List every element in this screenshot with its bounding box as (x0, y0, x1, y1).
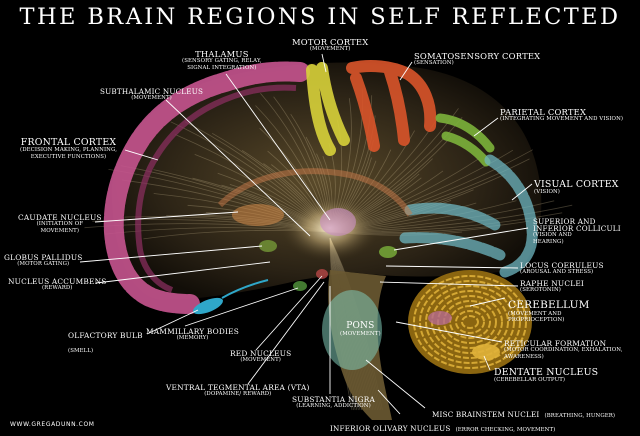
label-reticular-formation: RETICULAR FORMATION (MOTOR COORDINATION,… (504, 339, 623, 360)
label-pons: PONS (MOVEMENT) (340, 321, 381, 337)
visual-cortex-gyri (399, 154, 538, 278)
label-substantia-nigra: SUBSTANTIA NIGRA (LEARNING, ADDICTION) (292, 395, 376, 410)
motor-cortex-gyri (306, 62, 350, 156)
thalamus-shape (320, 208, 356, 236)
label-red-nucleus: RED NUCLEUS (MOVEMENT) (230, 349, 292, 364)
cerebellum-shape (408, 270, 532, 374)
label-vta: VENTRAL TEGMENTAL AREA (VTA) (DOPAMINE/ … (166, 383, 310, 398)
label-colliculi: SUPERIOR AND INFERIOR COLLICULI (VISION … (533, 217, 621, 245)
cerebellum-folia (461, 315, 479, 329)
label-dentate-nucleus: DENTATE NUCLEUS (CEREBELLAR OUTPUT) (494, 367, 599, 384)
label-locus-coeruleus: LOCUS COERULEUS (AROUSAL AND STRESS) (520, 261, 604, 276)
label-thalamus: THALAMUS (SENSORY GATING, RELAY, SIGNAL … (182, 49, 262, 71)
red-nucleus-shape (316, 269, 328, 279)
parietal-gyri (435, 113, 495, 167)
label-frontal-cortex: FRONTAL CORTEX (DECISION MAKING, PLANNIN… (20, 137, 118, 160)
label-globus-pallidus: GLOBUS PALLIDUS (MOTOR GATING) (4, 253, 83, 268)
pons-shape (322, 290, 382, 370)
corpus-callosum (217, 168, 413, 217)
label-olfactory-bulb: OLFACTORY BULB (SMELL) (68, 331, 143, 355)
label-mammillary-bodies: MAMMILLARY BODIES (MEMORY) (146, 327, 240, 342)
label-motor-cortex: MOTOR CORTEX (MOVEMENT) (292, 37, 369, 53)
label-raphe-nuclei: RAPHE NUCLEI (SEROTONIN) (520, 279, 585, 294)
caudate-shape (232, 204, 284, 226)
label-inferior-olivary: INFERIOR OLIVARY NUCLEUS (ERROR CHECKING… (330, 424, 556, 433)
olfactory-bulb-shape (192, 297, 224, 315)
colliculi-shape (379, 246, 397, 258)
page-title: THE BRAIN REGIONS IN SELF REFLECTED (19, 4, 621, 30)
label-pointers (79, 53, 533, 415)
label-nucleus-accumbens: NUCLEUS ACCUMBENS (REWARD) (8, 277, 107, 292)
label-somatosensory-cortex: SOMATOSENSORY CORTEX (SENSATION) (414, 51, 541, 67)
frontal-cortex-gyri (103, 61, 310, 314)
cerebellum-folia (419, 280, 521, 364)
mammillary-shape (293, 281, 307, 291)
globus-shape (259, 240, 277, 252)
label-caudate-nucleus: CAUDATE NUCLEUS (INITIATION OF MOVEMENT) (18, 213, 102, 234)
somatosensory-gyri (346, 60, 437, 152)
credit-url[interactable]: WWW.GREGADUNN.COM (10, 421, 95, 428)
label-cerebellum: CEREBELLUM (MOVEMENT AND PROPRIOCEPTION) (508, 299, 590, 323)
cerebellum-folia (455, 310, 485, 334)
label-subthalamic-nucleus: SUBTHALAMIC NUCLEUS (MOVEMENT) (100, 87, 204, 102)
label-misc-brainstem: MISC BRAINSTEM NUCLEI (BREATHING, HUNGER… (432, 410, 616, 419)
dentate-shape (472, 344, 500, 360)
label-parietal-cortex: PARIETAL CORTEX (INTEGRATING MOVEMENT AN… (500, 107, 624, 123)
cerebellum-folia (413, 275, 527, 369)
cerebellum-folia (425, 285, 515, 359)
label-visual-cortex: VISUAL CORTEX (VISION) (534, 179, 619, 196)
